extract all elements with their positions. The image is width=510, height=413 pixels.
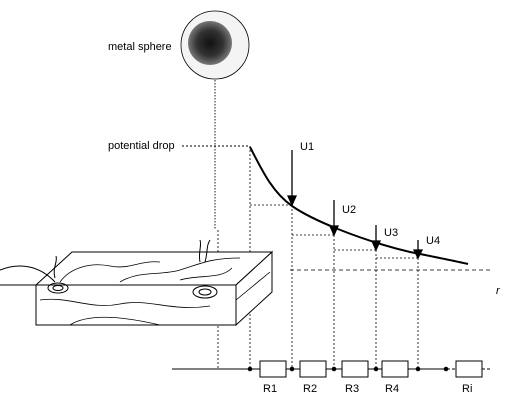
r-axis-label: r: [496, 285, 501, 297]
resistor-label-r3: R3: [345, 383, 359, 395]
earth-block: [0, 239, 274, 327]
voltage-u4: U4: [426, 235, 440, 247]
resistor-label-r1: R1: [263, 383, 277, 395]
voltage-u2: U2: [342, 204, 356, 216]
resistor-r2: [299, 360, 327, 378]
resistor-r3: [341, 360, 369, 378]
resistor-label-r4: R4: [385, 383, 399, 395]
metal-sphere: [180, 10, 250, 80]
resistor-label-ri: Ri: [462, 383, 472, 395]
metal-sphere-label: metal sphere: [108, 41, 172, 53]
resistor-r1: [259, 360, 287, 378]
potential-field-halo: [0, 0, 510, 300]
resistor-label-r2: R2: [303, 383, 317, 395]
resistor-chain: [172, 360, 492, 378]
resistor-ri: [455, 360, 483, 378]
voltage-arrows: [286, 150, 424, 260]
potential-drop-label: potential drop: [108, 140, 175, 152]
voltage-u1: U1: [300, 141, 314, 153]
voltage-u3: U3: [384, 227, 398, 239]
resistor-r4: [381, 360, 409, 378]
